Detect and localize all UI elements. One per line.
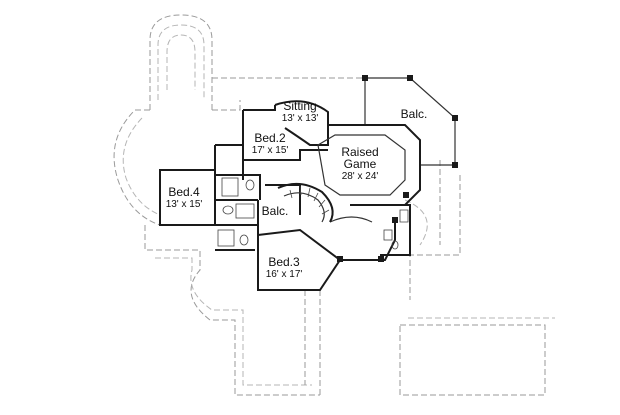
room-name-raised-game-2: Game <box>344 157 377 171</box>
room-name-raised-game-1: Raised <box>341 145 378 159</box>
lower-floor-outline <box>113 14 555 396</box>
room-dims-sitting: 13' x 13' <box>282 113 319 124</box>
bath-fixtures <box>217 177 409 250</box>
balcony-label-top: Balc. <box>401 107 428 121</box>
room-name-sitting: Sitting <box>283 99 316 113</box>
room-dims-bed2: 17' x 15' <box>252 145 289 156</box>
room-dims-bed3: 16' x 17' <box>266 269 303 280</box>
balcony-label-stair: Balc. <box>262 204 289 218</box>
room-labels: Sitting 13' x 13' Bed.2 17' x 15' Raised… <box>166 99 428 280</box>
room-name-bed3: Bed.3 <box>268 255 300 269</box>
room-name-bed4: Bed.4 <box>168 185 200 199</box>
room-name-bed2: Bed.2 <box>254 131 286 145</box>
room-dims-bed4: 13' x 15' <box>166 199 203 210</box>
room-dims-raised-game: 28' x 24' <box>342 171 379 182</box>
upper-floor-walls <box>159 77 456 291</box>
columns <box>337 75 458 262</box>
